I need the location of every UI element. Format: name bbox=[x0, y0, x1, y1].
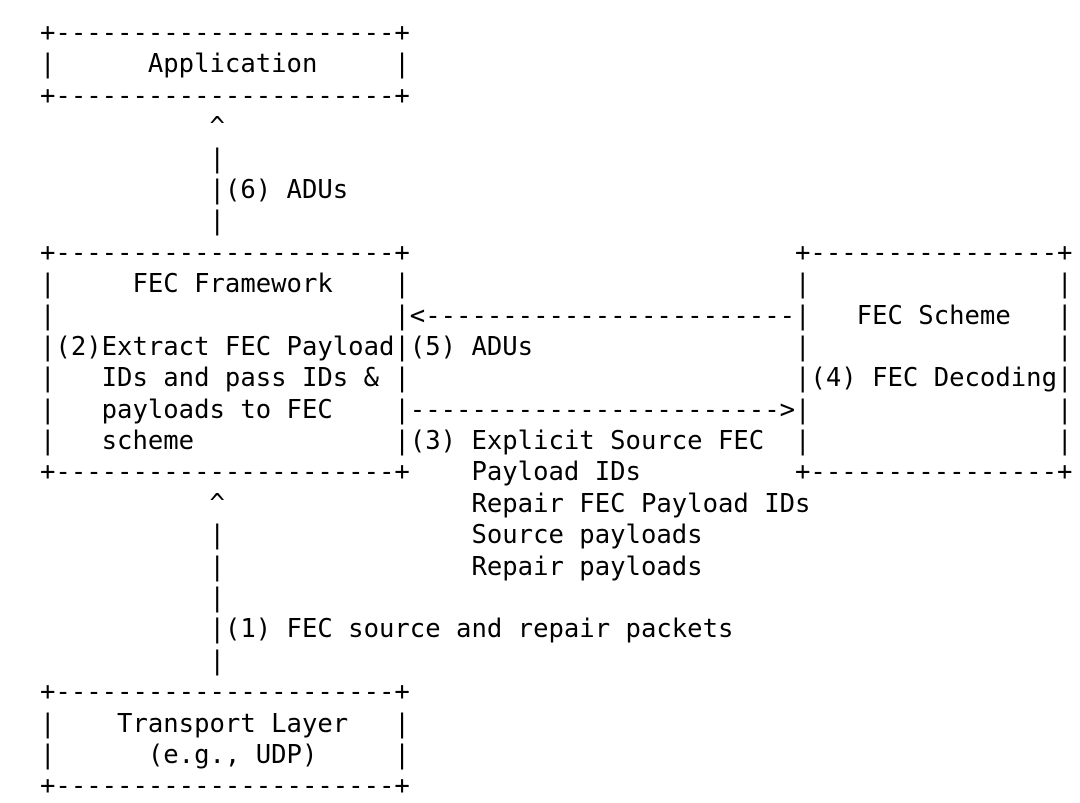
diagram-line-8: | FEC Framework | | | bbox=[40, 269, 1073, 300]
fec-framework-ascii-diagram: +----------------------+| Application |+… bbox=[40, 18, 1072, 803]
diagram-line-21: +----------------------+ bbox=[40, 677, 410, 708]
diagram-line-15: ^ Repair FEC Payload IDs bbox=[40, 488, 811, 519]
diagram-line-2: +----------------------+ bbox=[40, 80, 410, 111]
diagram-line-11: | IDs and pass IDs & | |(4) FEC Decoding… bbox=[40, 363, 1073, 394]
diagram-line-22: | Transport Layer | bbox=[40, 708, 410, 739]
diagram-line-14: +----------------------+ Payload IDs +--… bbox=[40, 457, 1073, 488]
diagram-line-17: | Repair payloads bbox=[40, 551, 703, 582]
diagram-line-20: | bbox=[40, 645, 225, 676]
diagram-line-19: |(1) FEC source and repair packets bbox=[40, 614, 734, 645]
diagram-line-24: +----------------------+ bbox=[40, 771, 410, 802]
diagram-line-4: | bbox=[40, 143, 225, 174]
diagram-line-23: | (e.g., UDP) | bbox=[40, 739, 410, 770]
diagram-line-3: ^ bbox=[40, 112, 225, 143]
diagram-line-9: | |<------------------------| FEC Scheme… bbox=[40, 300, 1073, 331]
diagram-line-1: | Application | bbox=[40, 49, 410, 80]
diagram-line-13: | scheme |(3) Explicit Source FEC | | bbox=[40, 426, 1073, 457]
diagram-line-5: |(6) ADUs bbox=[40, 174, 349, 205]
diagram-line-10: |(2)Extract FEC Payload|(5) ADUs | | bbox=[40, 331, 1073, 362]
diagram-line-6: | bbox=[40, 206, 225, 237]
diagram-line-0: +----------------------+ bbox=[40, 18, 410, 48]
diagram-line-18: | bbox=[40, 583, 225, 614]
diagram-line-12: | payloads to FEC |---------------------… bbox=[40, 394, 1073, 425]
diagram-line-7: +----------------------+ +--------------… bbox=[40, 237, 1073, 268]
diagram-line-16: | Source payloads bbox=[40, 520, 703, 551]
